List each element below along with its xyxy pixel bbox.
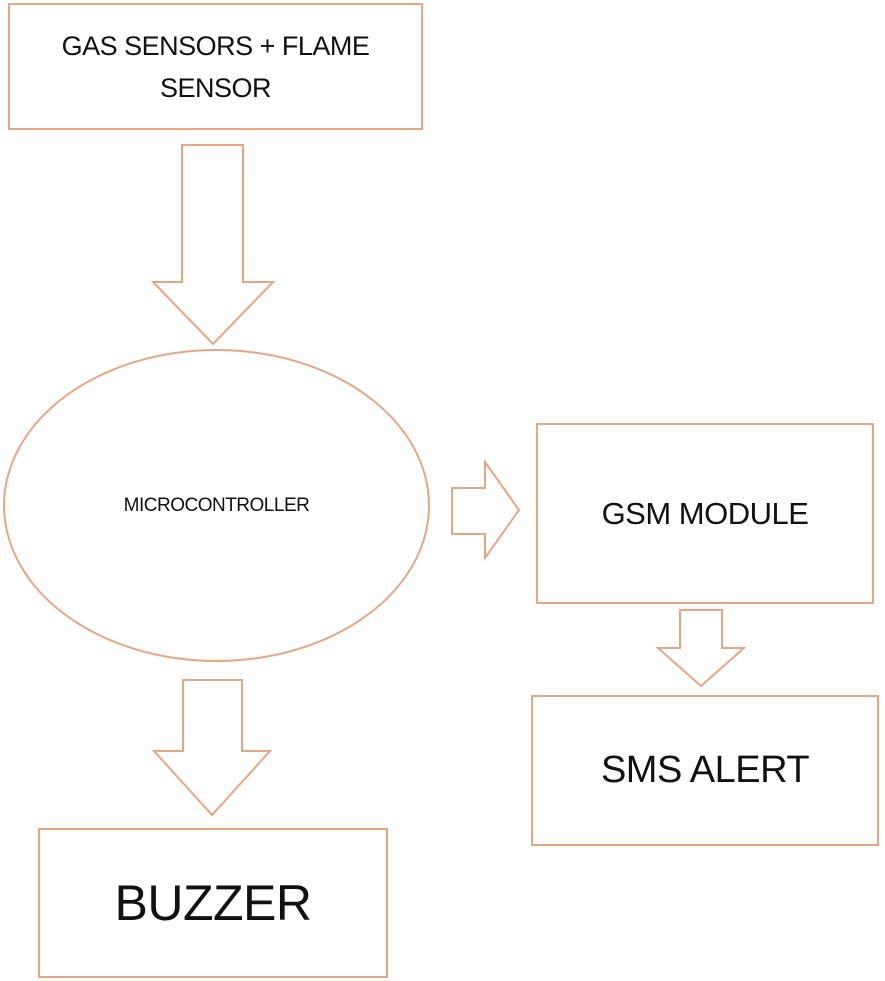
buzzer-node: BUZZER — [38, 828, 388, 978]
sms-alert-node: SMS ALERT — [531, 695, 879, 846]
gas-sensors-node: GAS SENSORS + FLAME SENSOR — [8, 3, 423, 130]
arrow-micro-to-gsm — [451, 458, 521, 562]
gsm-module-node: GSM MODULE — [536, 423, 874, 604]
arrow-gsm-to-sms — [655, 609, 747, 688]
sms-alert-label: SMS ALERT — [600, 749, 810, 791]
microcontroller-label: MICROCONTROLLER — [123, 494, 310, 516]
microcontroller-node: MICROCONTROLLER — [3, 349, 430, 662]
arrow-gas-to-micro — [150, 144, 276, 346]
gsm-module-label: GSM MODULE — [601, 495, 809, 531]
gas-sensors-label: GAS SENSORS + FLAME SENSOR — [61, 30, 370, 103]
arrow-micro-to-buzzer — [151, 679, 273, 817]
buzzer-label: BUZZER — [114, 875, 313, 931]
